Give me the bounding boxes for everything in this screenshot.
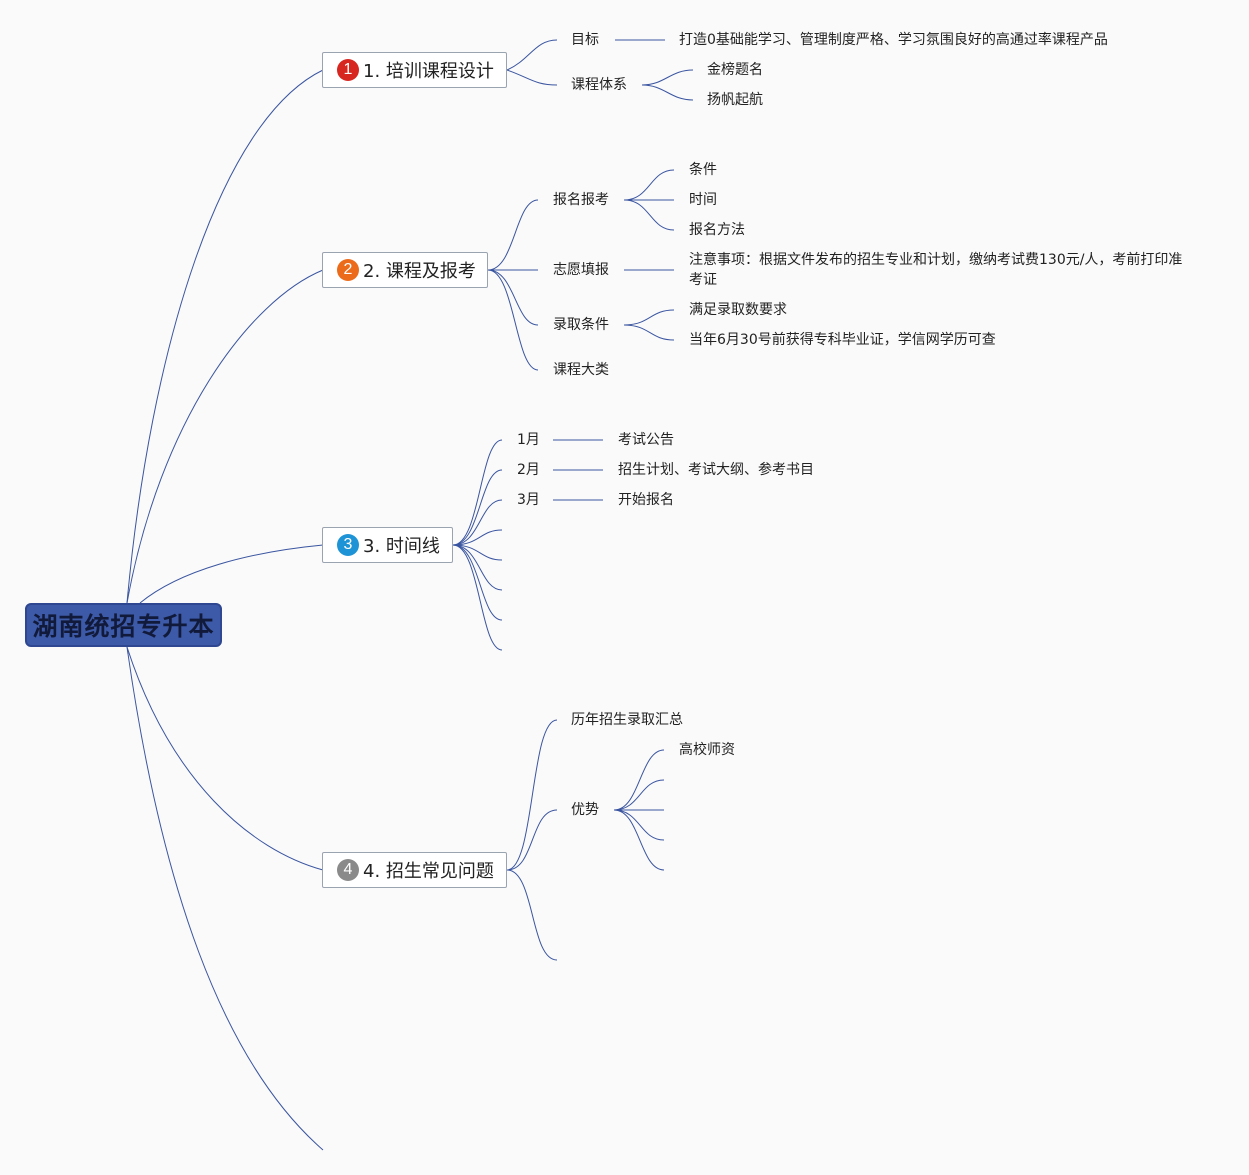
branch-label: 2. 课程及报考 — [363, 261, 476, 282]
priority-2-icon: 2 — [337, 259, 359, 281]
branch-label: 1. 培训课程设计 — [363, 61, 494, 82]
priority-1-icon: 1 — [337, 59, 359, 81]
topic-advantage[interactable]: 优势 — [571, 802, 599, 818]
branch-course-signup[interactable]: 2 2. 课程及报考 — [322, 252, 488, 288]
branch-label: 4. 招生常见问题 — [363, 861, 494, 882]
topic-month[interactable]: 3月 — [517, 492, 540, 508]
topic-advantage-item[interactable]: 高校师资 — [679, 742, 735, 758]
root-topic[interactable]: 湖南统招专升本 — [25, 603, 222, 647]
branch-course-design[interactable]: 1 1. 培训课程设计 — [322, 52, 507, 88]
branch-faq[interactable]: 4 4. 招生常见问题 — [322, 852, 507, 888]
root-title: 湖南统招专升本 — [32, 612, 215, 641]
topic-course-category[interactable]: 课程大类 — [553, 362, 609, 378]
topic-goal[interactable]: 目标 — [571, 32, 599, 48]
topic-signup-item[interactable]: 条件 — [689, 162, 717, 178]
topic-event[interactable]: 招生计划、考试大纲、参考书目 — [618, 462, 814, 478]
topic-system-item[interactable]: 扬帆起航 — [707, 92, 763, 108]
branch-timeline[interactable]: 3 3. 时间线 — [322, 527, 453, 563]
topic-admission[interactable]: 录取条件 — [553, 317, 609, 333]
topic-signup-item[interactable]: 时间 — [689, 192, 717, 208]
topic-goal-text[interactable]: 打造0基础能学习、管理制度严格、学习氛围良好的高通过率课程产品 — [679, 32, 1108, 48]
topic-system-item[interactable]: 金榜题名 — [707, 62, 763, 78]
topic-event[interactable]: 开始报名 — [618, 492, 674, 508]
topic-signup-item[interactable]: 报名方法 — [689, 222, 745, 238]
topic-month[interactable]: 1月 — [517, 432, 540, 448]
priority-4-icon: 4 — [337, 859, 359, 881]
topic-course-system[interactable]: 课程体系 — [571, 77, 627, 93]
topic-volunteer[interactable]: 志愿填报 — [553, 262, 609, 278]
topic-admission-item[interactable]: 满足录取数要求 — [689, 302, 787, 318]
topic-history[interactable]: 历年招生录取汇总 — [571, 712, 683, 728]
topic-admission-item[interactable]: 当年6月30号前获得专科毕业证，学信网学历可查 — [689, 332, 996, 348]
topic-month[interactable]: 2月 — [517, 462, 540, 478]
topic-event[interactable]: 考试公告 — [618, 432, 674, 448]
topic-signup[interactable]: 报名报考 — [553, 192, 609, 208]
branch-label: 3. 时间线 — [363, 536, 440, 557]
priority-3-icon: 3 — [337, 534, 359, 556]
topic-volunteer-text[interactable]: 注意事项：根据文件发布的招生专业和计划，缴纳考试费130元/人，考前打印准考证 — [689, 252, 1183, 288]
